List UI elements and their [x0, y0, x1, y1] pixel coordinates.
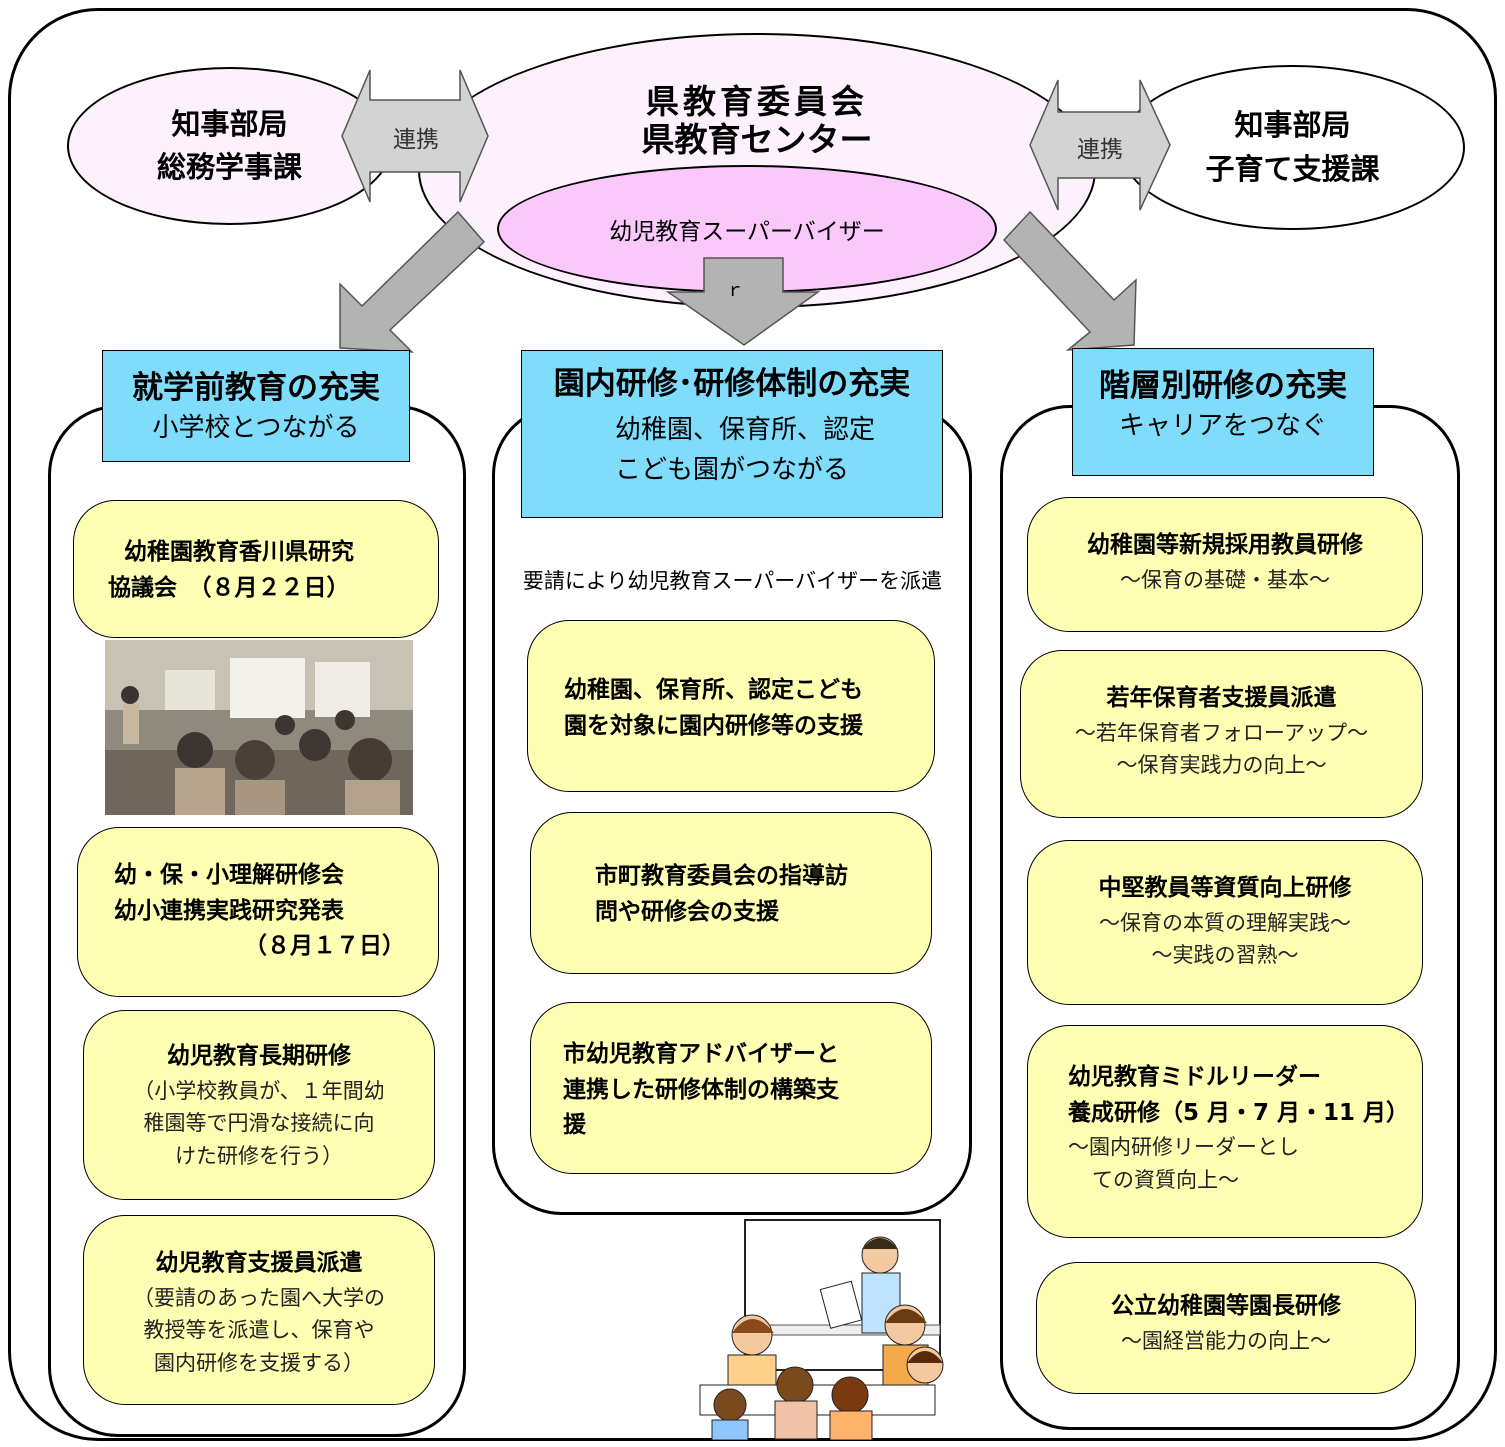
- right-card-3-sub2: ～実践の習熟～: [1151, 943, 1299, 968]
- right-card-2-title: 若年保育者支援員派遣: [1106, 685, 1337, 711]
- center-note: 要請により幼児教育スーパーバイザーを派遣: [522, 569, 943, 593]
- right-card-3-sub1: ～保育の本質の理解実践～: [1099, 910, 1351, 935]
- supervisor-label: 幼児教育スーパーバイザー: [609, 219, 885, 245]
- center-header-subtitle1: 幼稚園、保育所、認定: [614, 414, 875, 445]
- left-card-2-line3: （８月１７日）: [244, 933, 405, 960]
- center-card-3-line3: 援: [563, 1112, 586, 1139]
- center-header: 園内研修･研修体制の充実 幼稚園、保育所、認定 こども園がつながる: [521, 350, 943, 518]
- left-card-1-line1: 幼稚園教育香川県研究: [124, 539, 354, 565]
- left-header: 就学前教育の充実 小学校とつながる: [102, 350, 410, 462]
- center-card-1-line2: 園を対象に園内研修等の支援: [564, 712, 863, 739]
- center-header-subtitle2: こども園がつながる: [614, 455, 849, 486]
- right-card-4-title2: 養成研修（5 月・7 月・11 月）: [1068, 1099, 1410, 1126]
- left-header-subtitle: 小学校とつながる: [152, 412, 360, 443]
- left-card-3-sub1: （小学校教員が、１年間幼: [133, 1078, 385, 1103]
- center-card-2-line2: 問や研修会の支援: [595, 898, 779, 925]
- right-org-line2: 子育て支援課: [1205, 151, 1380, 186]
- left-card-4-title: 幼児教育支援員派遣: [155, 1250, 363, 1276]
- center-card-3: 市幼児教育アドバイザーと 連携した研修体制の構築支 援: [530, 1002, 932, 1174]
- right-card-2-sub1: ～若年保育者フォローアップ～: [1074, 720, 1369, 745]
- right-card-2: 若年保育者支援員派遣 ～若年保育者フォローアップ～ ～保育実践力の向上～: [1020, 650, 1423, 818]
- supervisor-ellipse: 幼児教育スーパーバイザー: [497, 165, 997, 293]
- left-card-1: 幼稚園教育香川県研究 協議会 （８月２２日）: [73, 500, 439, 638]
- outer-frame: [8, 8, 1497, 1441]
- center-org-line1: 県教育委員会: [646, 82, 868, 121]
- left-card-2: 幼・保・小理解研修会 幼小連携実践研究発表 （８月１７日）: [77, 827, 439, 997]
- right-card-2-sub2: ～保育実践力の向上～: [1116, 753, 1327, 778]
- left-card-2-line1: 幼・保・小理解研修会: [114, 862, 344, 888]
- left-org-ellipse: 知事部局 総務学事課: [67, 67, 392, 225]
- down-arrow-mark: ｒ: [726, 280, 744, 301]
- link-label-left: 連携: [393, 127, 439, 153]
- left-card-4: 幼児教育支援員派遣 （要請のあった園へ大学の 教授等を派遣し、保育や 園内研修を…: [83, 1215, 435, 1405]
- left-card-3: 幼児教育長期研修 （小学校教員が、１年間幼 稚園等で円滑な接続に向 けた研修を行…: [83, 1010, 435, 1200]
- left-card-3-title: 幼児教育長期研修: [167, 1043, 351, 1069]
- left-card-4-sub2: 教授等を派遣し、保育や: [143, 1318, 375, 1343]
- right-card-3: 中堅教員等資質向上研修 ～保育の本質の理解実践～ ～実践の習熟～: [1027, 840, 1423, 1005]
- right-card-1-sub1: ～保育の基礎・基本～: [1120, 567, 1330, 592]
- center-card-2: 市町教育委員会の指導訪 問や研修会の支援: [530, 812, 932, 974]
- center-header-title: 園内研修･研修体制の充実: [553, 366, 911, 402]
- left-card-1-line2: 協議会 （８月２２日）: [108, 574, 350, 601]
- left-org-line1: 知事部局: [171, 106, 288, 141]
- link-label-right: 連携: [1077, 137, 1123, 163]
- left-card-3-sub2: 稚園等で円滑な接続に向: [143, 1111, 375, 1136]
- right-org-ellipse: 知事部局 子育て支援課: [1120, 65, 1465, 230]
- right-card-5-title: 公立幼稚園等園長研修: [1111, 1293, 1341, 1319]
- right-card-1: 幼稚園等新規採用教員研修 ～保育の基礎・基本～: [1027, 497, 1423, 632]
- left-card-4-sub1: （要請のあった園へ大学の: [133, 1285, 385, 1310]
- right-card-4-sub2: ての資質向上～: [1092, 1167, 1239, 1192]
- right-card-4-title1: 幼児教育ミドルリーダー: [1068, 1064, 1321, 1090]
- left-header-title: 就学前教育の充実: [132, 370, 380, 406]
- right-header-subtitle: キャリアをつなぐ: [1118, 410, 1327, 441]
- right-header: 階層別研修の充実 キャリアをつなぐ: [1072, 348, 1374, 476]
- right-header-title: 階層別研修の充実: [1099, 368, 1347, 404]
- right-card-5-sub1: ～園経営能力の向上～: [1121, 1328, 1331, 1353]
- center-card-2-line1: 市町教育委員会の指導訪: [595, 863, 848, 889]
- center-card-1-line1: 幼稚園、保育所、認定こども: [564, 677, 863, 703]
- center-card-3-line1: 市幼児教育アドバイザーと: [563, 1041, 839, 1067]
- right-card-3-title: 中堅教員等資質向上研修: [1098, 875, 1352, 901]
- right-card-1-title: 幼稚園等新規採用教員研修: [1087, 532, 1363, 558]
- right-card-4: 幼児教育ミドルリーダー 養成研修（5 月・7 月・11 月） ～園内研修リーダー…: [1027, 1025, 1423, 1238]
- left-card-3-sub3: けた研修を行う）: [175, 1143, 343, 1168]
- left-card-4-sub3: 園内研修を支援する）: [154, 1350, 364, 1375]
- right-card-5: 公立幼稚園等園長研修 ～園経営能力の向上～: [1036, 1262, 1416, 1394]
- right-org-line1: 知事部局: [1234, 108, 1351, 142]
- center-card-1: 幼稚園、保育所、認定こども 園を対象に園内研修等の支援: [527, 620, 935, 792]
- left-org-line2: 総務学事課: [156, 150, 302, 184]
- right-card-4-sub1: ～園内研修リーダーとし: [1068, 1135, 1299, 1160]
- center-card-3-line2: 連携した研修体制の構築支: [563, 1076, 839, 1103]
- meeting-illustration: [699, 1219, 944, 1440]
- left-card-2-line2: 幼小連携実践研究発表: [114, 897, 344, 924]
- seminar-photo: [105, 640, 413, 815]
- center-org-line2: 県教育センター: [641, 119, 873, 159]
